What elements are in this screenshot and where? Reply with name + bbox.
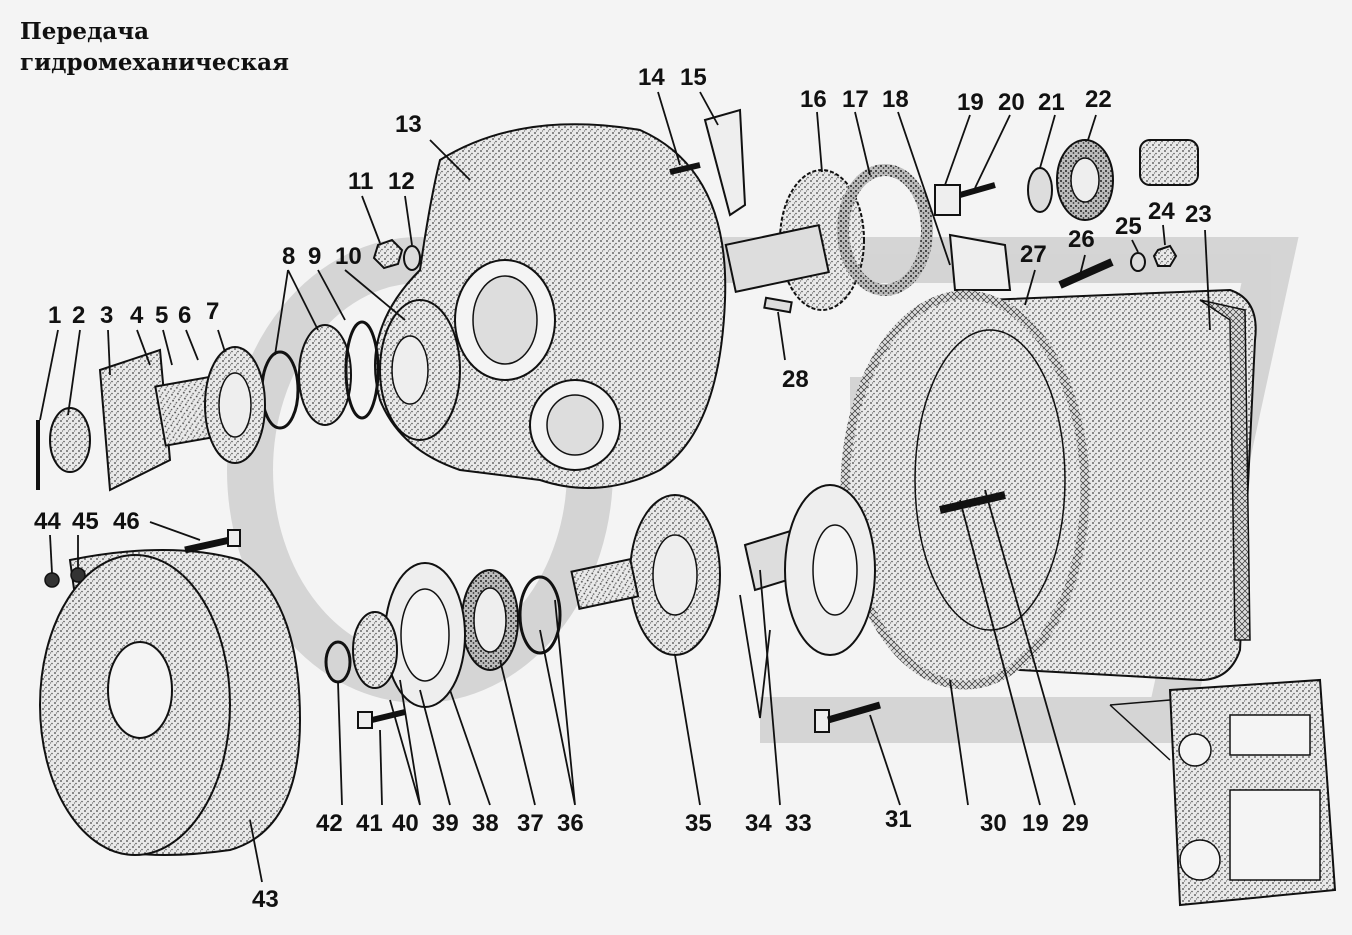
callout-9: 9 [308,243,322,270]
callout-1: 1 [48,302,62,329]
pin-28 [763,296,793,314]
callout-36: 36 [557,810,584,837]
callout-27: 27 [1020,241,1047,268]
bracket-14-15 [669,108,747,217]
rings-36-38 [384,562,562,708]
nut-11-12 [372,238,421,271]
leader-lines [39,91,1211,883]
callout-30: 30 [980,810,1007,837]
callout-33: 33 [785,810,812,837]
callout-2: 2 [72,302,86,329]
gearbox-inset [1109,678,1337,907]
title-line-2: гидромеханическая [20,49,290,76]
callout-37: 37 [517,810,544,837]
callout-43: 43 [252,886,279,913]
callout-35: 35 [685,810,712,837]
callout-14: 14 [638,64,665,91]
callout-44: 44 [34,508,61,535]
callout-7: 7 [206,298,220,325]
callout-5: 5 [155,302,169,329]
callout-45: 45 [72,508,99,535]
callout-28: 28 [782,366,809,393]
callout-18: 18 [882,86,909,113]
callout-46: 46 [113,508,140,535]
bolt-31 [814,701,881,733]
callout-13: 13 [395,111,422,138]
diagram-title: Передача гидромеханическая [20,16,289,78]
callout-38: 38 [472,810,499,837]
callout-40: 40 [392,810,419,837]
callout-11: 11 [348,168,374,195]
flange-shaft-33-35 [570,484,876,656]
callout-22: 22 [1085,86,1112,113]
callout-10: 10 [335,243,362,270]
callout-26: 26 [1068,226,1095,253]
callout-19: 19 [957,89,984,116]
callout-41: 41 [356,810,383,837]
bell-housing-29-30 [840,290,1090,690]
callout-42: 42 [316,810,343,837]
callout-6: 6 [178,302,192,329]
callout-16: 16 [800,86,827,113]
rings-8-9 [260,320,380,430]
callout-25: 25 [1115,213,1142,240]
callout-8: 8 [282,243,296,270]
parts-44-46 [44,529,241,588]
callout-3: 3 [100,302,114,329]
callout-17: 17 [842,86,869,113]
housing-13 [374,123,727,489]
callout-24: 24 [1148,198,1175,225]
callout-20: 20 [998,89,1025,116]
part-10 [379,299,461,441]
callout-29: 29 [1062,810,1089,837]
callout-39: 39 [432,810,459,837]
title-line-1: Передача [20,18,150,45]
callout-21: 21 [1038,89,1065,116]
callout-15: 15 [680,64,707,91]
callout-34: 34 [745,810,772,837]
parts-24-26 [1058,244,1178,289]
callout-23: 23 [1185,201,1212,228]
callout-31: 31 [885,806,912,833]
callout-19-lower: 19 [1022,810,1049,837]
shaft-assembly-3-7 [98,346,266,492]
callout-4: 4 [130,302,144,329]
drum-43 [39,549,302,856]
part-2-flange [49,407,91,473]
parts-18-22 [934,139,1199,291]
callout-12: 12 [388,168,415,195]
